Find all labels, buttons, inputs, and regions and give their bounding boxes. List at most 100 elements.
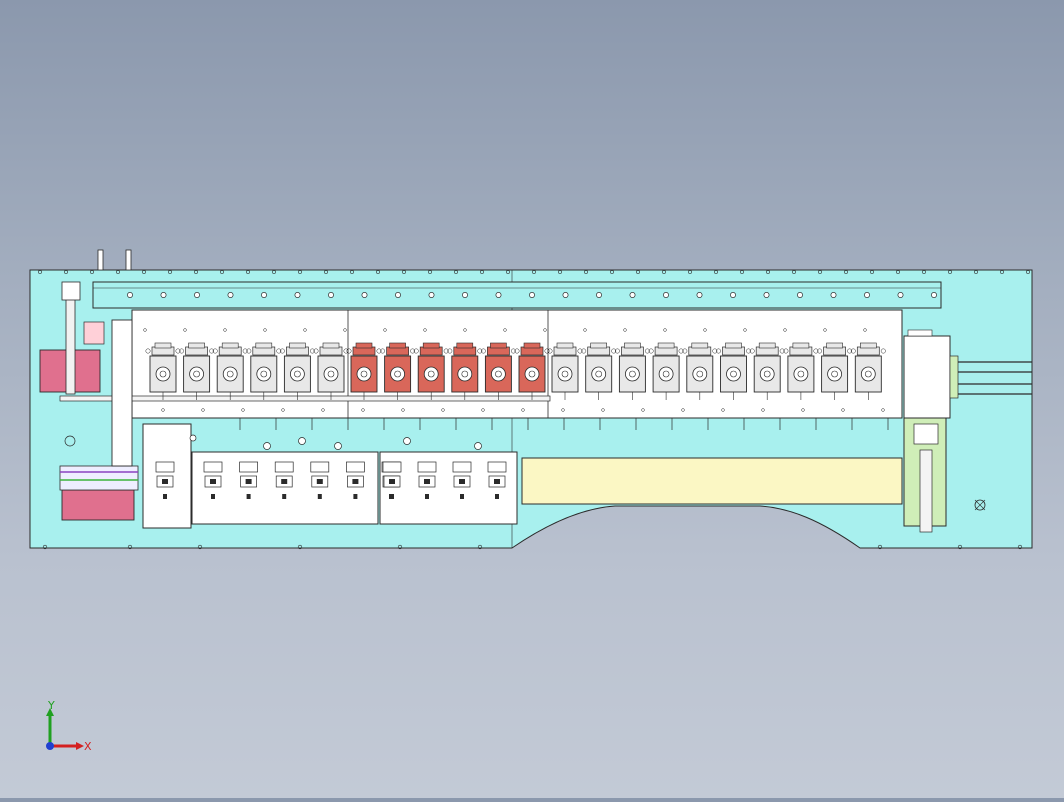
panel-bolt: [703, 328, 707, 332]
edge-bolt: [1017, 544, 1023, 550]
module-head: [274, 461, 294, 473]
station: [749, 342, 785, 400]
rail-bolt: [462, 292, 468, 298]
edge-bolt: [272, 270, 276, 274]
edge-bolt: [558, 270, 562, 274]
module-core: [210, 479, 216, 484]
station-hub: [595, 370, 603, 378]
station-panel: [131, 309, 903, 419]
module-foot: [282, 494, 287, 499]
datum-marker: [974, 499, 986, 511]
station-knob: [309, 348, 315, 354]
module-core: [245, 479, 252, 484]
x-axis-head: [76, 742, 84, 750]
panel-bolt: [303, 328, 307, 332]
rail-bolt: [897, 292, 904, 298]
z-axis-origin: [46, 742, 54, 750]
edge-bolt: [740, 270, 744, 274]
edge-bolt: [792, 270, 796, 274]
feeder-post: [65, 289, 76, 395]
panel-bolt: [281, 408, 285, 412]
right-rod-block: [949, 355, 959, 399]
station-knob: [179, 348, 185, 354]
datum-marker-line: [974, 499, 986, 511]
station-knob: [614, 348, 620, 354]
station-roller: [155, 366, 171, 382]
edge-bolt: [818, 270, 822, 274]
station-knob: [611, 348, 617, 354]
rail-bolt: [629, 292, 636, 298]
station-top: [792, 342, 810, 349]
station-knob: [246, 348, 252, 354]
station-knob: [343, 348, 349, 354]
edge-bolt: [142, 270, 146, 274]
station-top: [590, 342, 608, 349]
station: [614, 342, 650, 400]
station: [313, 342, 349, 400]
station-hub: [495, 370, 502, 378]
station-hub: [193, 370, 200, 378]
station-knob: [477, 348, 483, 354]
station-knob: [682, 348, 688, 354]
station-knob: [212, 348, 218, 354]
module-foot: [460, 494, 464, 499]
station-knob: [413, 348, 419, 354]
station: [447, 342, 483, 400]
station-knob: [313, 348, 319, 354]
station-hub: [260, 370, 268, 378]
panel-bolt: [801, 408, 805, 412]
station-hub: [831, 370, 838, 378]
station-top: [523, 342, 541, 349]
rail-bolt: [127, 292, 133, 298]
feeder-bracket: [83, 321, 105, 345]
station-knob: [547, 348, 553, 354]
station-knob: [783, 348, 789, 354]
station-roller: [759, 366, 775, 382]
edge-bolt: [877, 544, 883, 550]
station-knob: [880, 348, 886, 354]
edge-bolt: [197, 544, 203, 550]
panel-bolt: [463, 328, 467, 332]
edge-bolt: [324, 270, 328, 274]
station-knob: [850, 348, 856, 354]
station-roller: [557, 366, 573, 382]
edge-bolt: [350, 270, 354, 274]
edge-bolt: [402, 270, 406, 274]
feeder-column: [111, 319, 133, 467]
edge-bolt: [870, 270, 874, 274]
module-core: [389, 479, 395, 484]
module-core: [316, 479, 323, 484]
module-foot: [353, 494, 358, 499]
station-top: [624, 342, 641, 349]
edge-bolt: [896, 270, 900, 274]
panel-bolt: [503, 328, 507, 332]
panel-bolt: [143, 328, 147, 332]
module-core: [494, 479, 500, 484]
station: [246, 342, 282, 400]
station-knob: [514, 348, 520, 354]
station: [279, 342, 315, 400]
module-head: [417, 461, 437, 473]
station-top: [490, 342, 507, 349]
rail-bolt: [663, 292, 669, 298]
station-knob: [577, 348, 583, 354]
station-roller: [591, 366, 607, 382]
panel-bolt: [561, 408, 565, 412]
station-knob: [749, 348, 755, 354]
station-hub: [528, 370, 536, 378]
station-knob: [380, 348, 386, 354]
module-head: [203, 461, 223, 473]
station: [514, 342, 550, 400]
edge-bolt: [1026, 270, 1030, 274]
station-hub: [226, 370, 234, 378]
rail-bolt: [730, 292, 736, 298]
station-hub: [629, 370, 636, 378]
panel-bolt: [201, 408, 205, 412]
panel-bolt: [361, 408, 365, 412]
station-roller: [289, 366, 305, 382]
station-knob: [678, 348, 684, 354]
edge-bolt: [168, 270, 172, 274]
edge-bolt: [477, 544, 483, 550]
edge-bolt: [766, 270, 770, 274]
